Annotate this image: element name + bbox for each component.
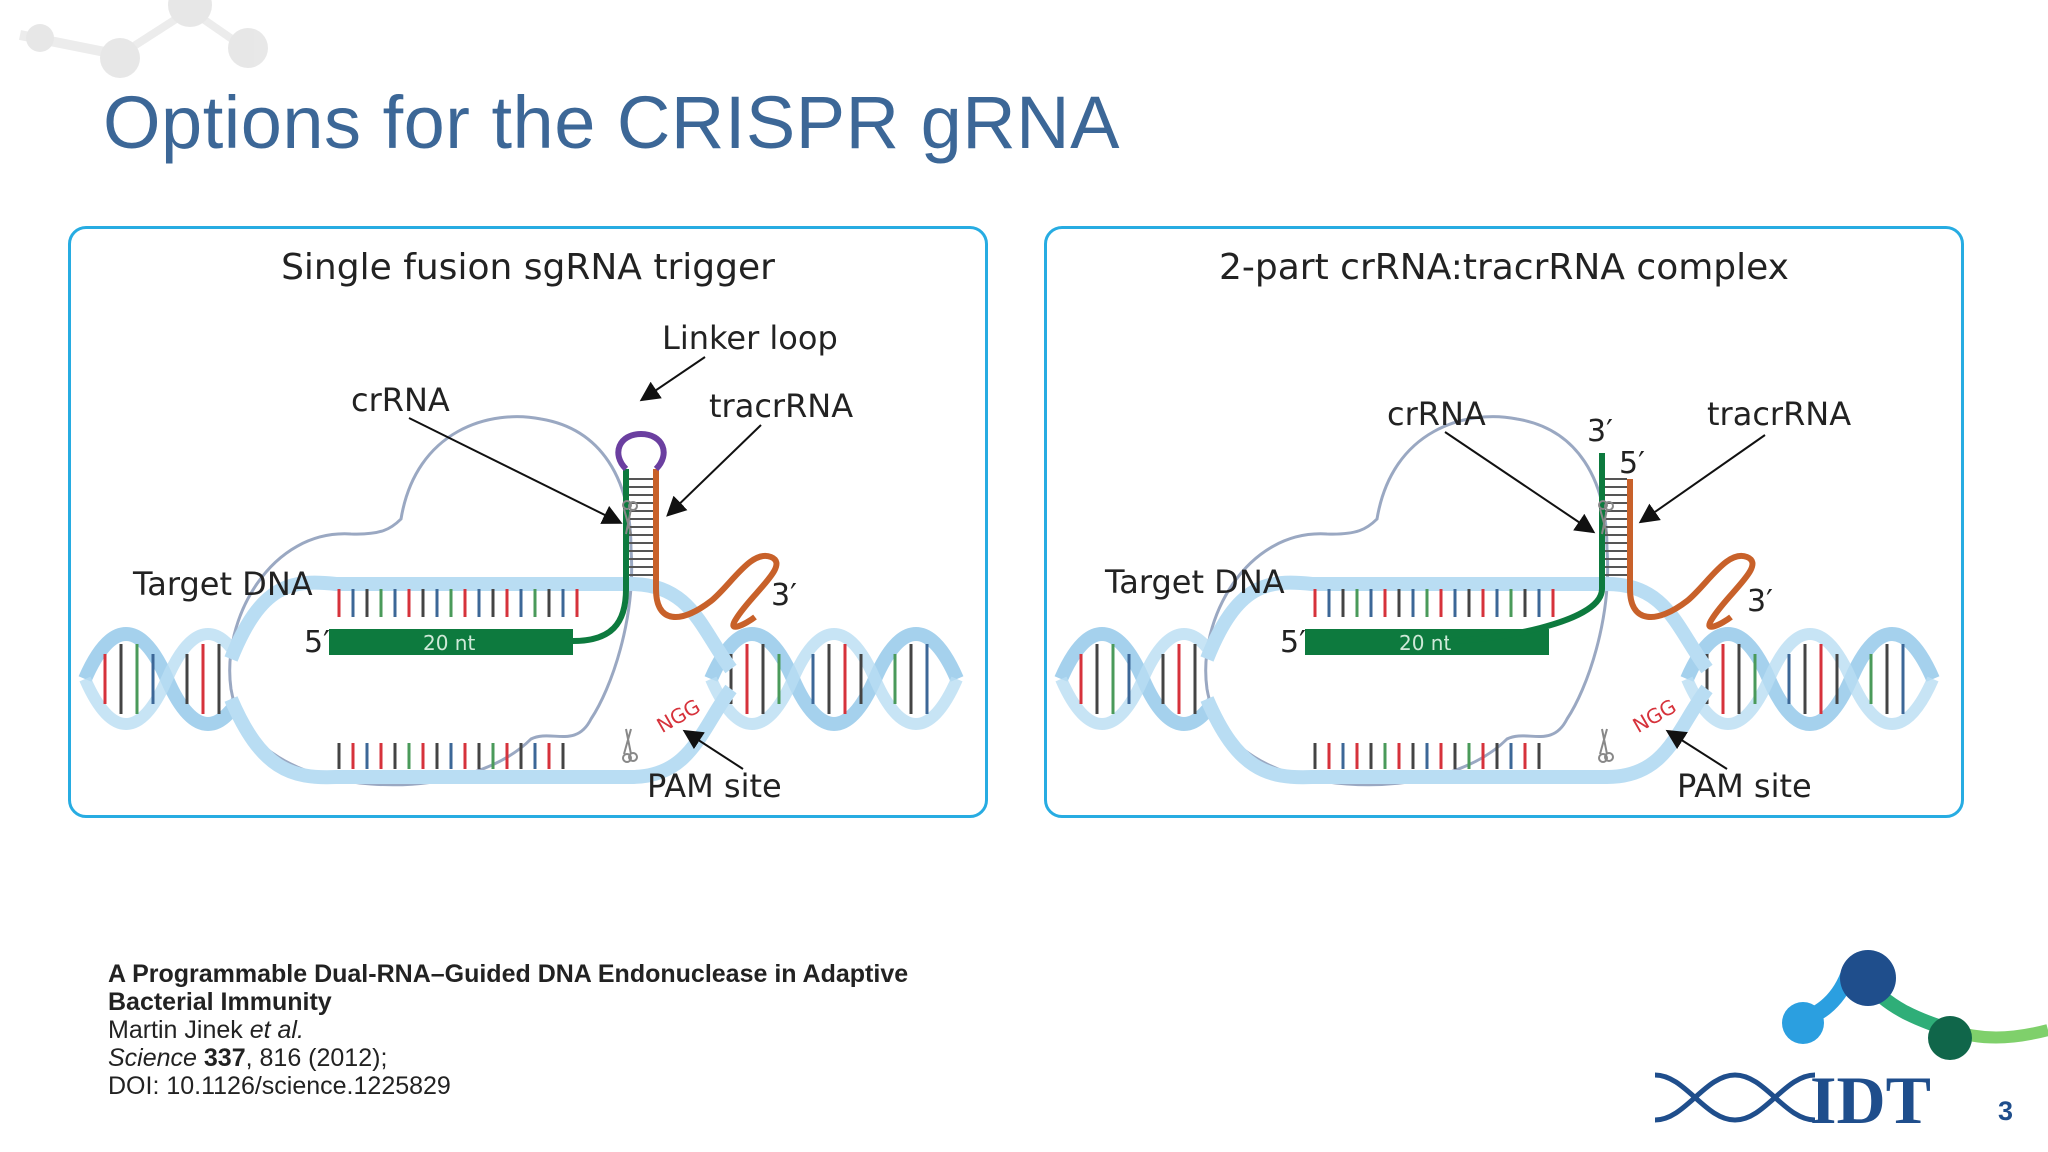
panel-title: Single fusion sgRNA trigger [281, 247, 775, 288]
citation-doi: DOI: 10.1126/science.1225829 [108, 1072, 451, 1100]
complex-diagram: 20 nt 5′ NGG 3′ 5′ crRNA [1054, 395, 1940, 805]
label-arrows [408, 356, 762, 770]
target-dna-label: Target DNA [132, 565, 313, 603]
crrna-strand [572, 469, 629, 644]
three-prime-label: 3′ [1747, 584, 1773, 619]
pam-site-label: PAM site [647, 767, 782, 805]
guide-bar [329, 629, 573, 655]
citation-journal-line: Science 337, 816 (2012); [108, 1044, 908, 1072]
linker-loop [615, 430, 667, 472]
citation-author: Martin Jinek [108, 1016, 243, 1044]
slide-title: Options for the CRISPR gRNA [103, 81, 1120, 164]
cas9-protein-outline [228, 415, 634, 787]
label-arrows [1444, 431, 1766, 770]
scissors-icon [622, 500, 638, 763]
idt-logo: IDT [1654, 950, 2048, 1138]
citation-title-line1: A Programmable Dual-RNA–Guided DNA Endon… [108, 960, 909, 988]
crrna-label: crRNA [1387, 395, 1486, 433]
five-prime-label: 5′ [1280, 625, 1306, 660]
five-prime-top-label: 5′ [1619, 446, 1645, 481]
dna-bubble [1200, 575, 1713, 785]
page-number: 3 [1998, 1096, 2014, 1126]
dna-wave-icon [1654, 1072, 1816, 1123]
molecule-decoration-icon [19, 0, 268, 78]
stem-rungs [1605, 478, 1627, 576]
panel-single-sgrna: Single fusion sgRNA trigger [68, 226, 988, 818]
scissors-icon [1598, 500, 1614, 763]
linker-loop-label: Linker loop [662, 319, 838, 357]
logo-text: IDT [1810, 1062, 1931, 1138]
citation-volume: 337 [203, 1044, 246, 1072]
three-prime-label: 3′ [771, 578, 797, 613]
target-dna-label: Target DNA [1104, 563, 1285, 601]
pam-site-label: PAM site [1677, 767, 1812, 805]
sgrna-diagram: 20 nt 5′ NGG [78, 319, 964, 805]
tracrrna-label: tracrRNA [709, 387, 853, 425]
molecule-logo-icon [1782, 950, 2048, 1060]
citation-author-line: Martin Jinek et al. [108, 1016, 908, 1044]
citation-author-suffix: et al. [249, 1016, 304, 1044]
nt-label: 20 nt [423, 631, 475, 655]
crrna-label: crRNA [351, 381, 450, 419]
panel-two-part-complex: 2-part crRNA:tracrRNA complex [1044, 226, 1964, 818]
crrna-strand [1448, 453, 1605, 644]
three-prime-top-label: 3′ [1587, 414, 1613, 449]
nt-label: 20 nt [1399, 631, 1451, 655]
tracrrna-strand [1627, 479, 1756, 630]
citation-pages-year: , 816 (2012); [245, 1044, 388, 1072]
tracrrna-label: tracrRNA [1707, 395, 1851, 433]
dna-bubble [224, 575, 737, 785]
citation-title-line2: Bacterial Immunity [108, 988, 332, 1016]
cas9-protein-outline [1204, 415, 1610, 787]
citation-journal: Science [108, 1044, 197, 1072]
tracrrna-strand [653, 469, 780, 630]
panel-title: 2-part crRNA:tracrRNA complex [1219, 247, 1789, 288]
five-prime-label: 5′ [304, 625, 330, 660]
stem-rungs [629, 478, 653, 576]
citation: A Programmable Dual-RNA–Guided DNA Endon… [108, 960, 908, 1100]
